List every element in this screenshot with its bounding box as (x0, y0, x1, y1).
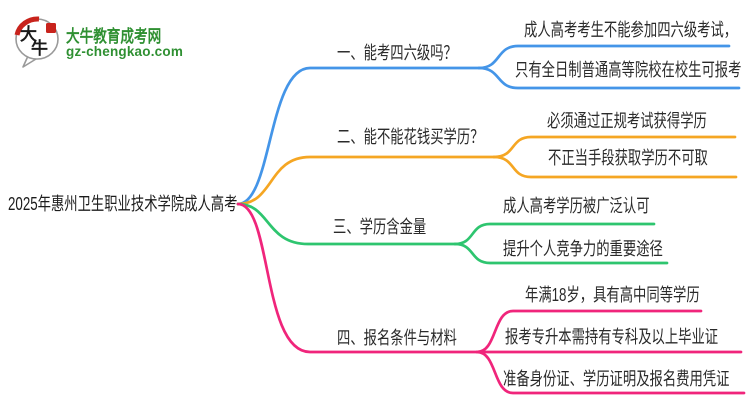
branch1-leaf1: 成人高考考生不能参加四六级考试， (524, 20, 738, 40)
branch3-connector (236, 202, 457, 246)
branch4-connector (236, 202, 479, 354)
branch1-connector (236, 66, 481, 206)
branch2-leaf1: 必须通过正规考试获得学历 (547, 111, 707, 131)
branch4-leaf3: 准备身份证、学历证明及报名费用凭证 (503, 369, 730, 389)
branch4-title: 四、报名条件与材料 (337, 328, 457, 348)
branch1-leaf2: 只有全日制普通高等院校在校生可报考 (515, 60, 742, 80)
branch4-leaf2: 报考专升本需持有专科及以上毕业证 (505, 327, 719, 347)
logo-char-top: 大 (20, 24, 37, 44)
branch1-leaf2-line (477, 66, 741, 90)
branch3-leaf2-line (453, 242, 669, 265)
branch2-leaf2-line (492, 155, 738, 179)
site-name: 大牛教育成考网 (66, 27, 162, 46)
site-logo[interactable]: 大 牛 大牛教育成考网 gz-chengkao.com (10, 12, 240, 76)
branch1-lines (236, 44, 741, 206)
daniu-speech-bubble-icon: 大 牛 (14, 16, 59, 68)
branch1-title: 一、能考四六级吗？ (337, 43, 457, 63)
root-node-label: 2025年惠州卫生职业技术学院成人高考 (8, 194, 238, 214)
branch2-connector (236, 155, 496, 206)
branch1-leaf1-line (477, 44, 731, 70)
branch3-leaf1: 成人高考学历被广泛认可 (503, 196, 650, 216)
branch2-title: 二、能不能花钱买学历？ (337, 127, 484, 147)
branch3-title: 三、学历含金量 (333, 217, 427, 237)
branch2-leaf2: 不正当手段获取学历不可取 (548, 148, 708, 168)
branch3-lines (236, 202, 669, 265)
branch4-leaf3-line (475, 350, 746, 395)
branch4-leaf1-line (475, 309, 703, 354)
branch4-leaf1: 年满18岁，具有高中同等学历 (525, 285, 700, 305)
logo-char-bottom: 牛 (31, 38, 48, 58)
branch2-lines (236, 135, 738, 206)
site-domain: gz-chengkao.com (66, 44, 184, 59)
branch4-lines (236, 202, 746, 395)
branch3-leaf2: 提升个人竞争力的重要途径 (503, 239, 663, 259)
red-seal (46, 23, 56, 33)
